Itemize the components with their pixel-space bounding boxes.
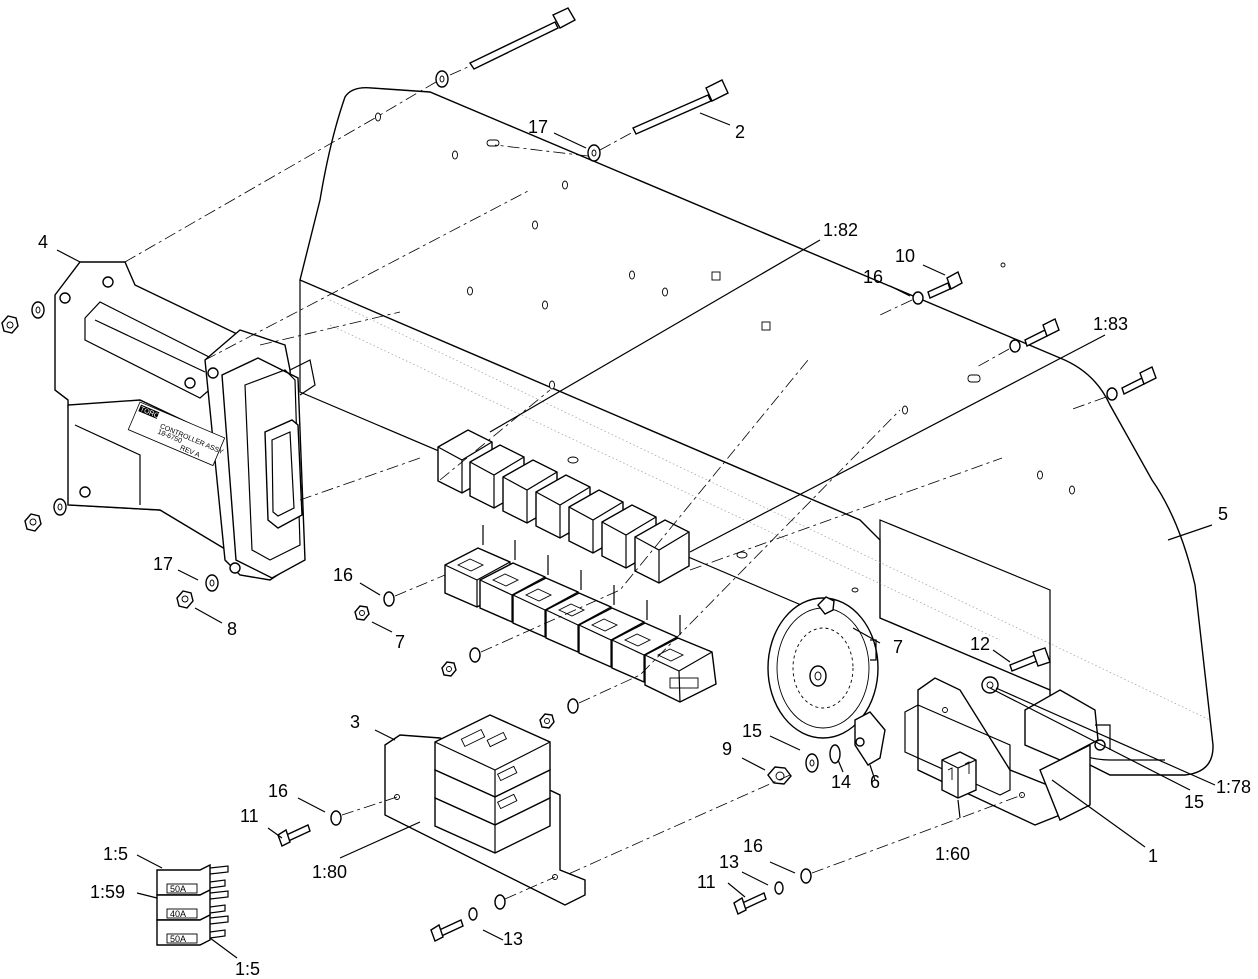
dash-line [449,65,471,76]
horn [767,596,886,766]
callout-17: 17 [528,117,548,137]
callout-1-59: 1:59 [90,882,125,902]
callout-12: 12 [970,634,990,654]
callout-11: 11 [240,806,259,826]
callout-14: 14 [831,772,851,792]
small-bolts-right [912,270,1157,401]
fuses: 50A 40A 50A [156,863,229,946]
callout-8: 8 [227,619,237,639]
socket-fasteners [354,591,579,729]
fuse: 40A [156,888,229,921]
callout-9: 9 [722,739,732,759]
callout-1-5: 1:5 [103,844,128,864]
fuse: 50A [156,863,229,896]
callout-16: 16 [268,781,288,801]
callout-7: 7 [395,632,405,652]
fuse: 50A [156,913,229,946]
fuse-rating: 50A [170,934,186,944]
callout-3: 3 [350,712,360,732]
relay [634,519,690,584]
callout-6: 6 [870,772,880,792]
switch-bolt [981,647,1051,694]
dash-line [811,794,1023,874]
bracket-fasteners [277,810,506,942]
fuse-rating: 50A [170,884,186,894]
panel-holes [375,112,1075,593]
relays [437,429,690,584]
callout-13: 13 [503,929,523,949]
long-bolt-2 [632,79,729,135]
long-bolt-top [468,7,576,70]
leader-lines [56,112,1216,959]
callout-15: 15 [1184,792,1204,812]
callout-5: 5 [1218,504,1228,524]
dash-line [689,457,1003,571]
controller-assembly [54,261,316,581]
callout-1-78: 1:78 [1216,777,1251,797]
callout-16: 16 [743,836,763,856]
callouts: 4 17 2 1:82 10 16 1:83 5 17 8 16 7 7 12 … [38,117,1251,979]
circuit-breaker [434,793,551,854]
fuse-rating: 40A [170,909,186,919]
dash-line [124,117,376,263]
callout-13: 13 [719,852,739,872]
dash-line [1069,396,1107,411]
callout-16: 16 [333,565,353,585]
horn-fasteners [767,744,841,785]
callout-1-80: 1:80 [312,862,347,882]
circuit-breakers [434,714,551,854]
callout-4: 4 [38,232,48,252]
switch-bracket [904,677,1111,826]
dash-line [379,81,437,116]
switch-fasteners [733,868,812,915]
dash-line [879,299,913,316]
callout-7: 7 [893,637,903,657]
dash-line [504,876,556,900]
controller-nuts [1,301,219,609]
callout-11: 11 [697,872,716,892]
callout-1: 1 [1148,846,1158,866]
callout-16: 16 [863,267,883,287]
callout-1-83: 1:83 [1093,314,1128,334]
dash-line [341,796,398,816]
callout-1-5: 1:5 [235,959,260,979]
relay-socket [644,637,717,703]
washers-17 [435,70,601,162]
dash-line [974,348,1010,369]
dash-line [394,574,446,597]
callout-2: 2 [735,122,745,142]
dash-line [299,457,421,501]
dash-line [599,131,634,151]
controller-label: TORO CONTROLLER ASSY 18-6750 REV A [127,401,226,467]
relay-sockets [444,525,717,703]
dash-line [494,144,589,157]
dash-line [439,389,551,481]
dash-line [204,189,531,361]
dash-line [480,359,809,653]
callout-15: 15 [742,721,762,741]
limit-switch [941,751,977,799]
callout-1-60: 1:60 [935,844,970,864]
callout-1-82: 1:82 [823,220,858,240]
mounting-panel [299,87,1214,776]
callout-17: 17 [153,554,173,574]
callout-10: 10 [895,246,915,266]
dash-line [554,774,791,881]
dash-line [259,311,401,346]
